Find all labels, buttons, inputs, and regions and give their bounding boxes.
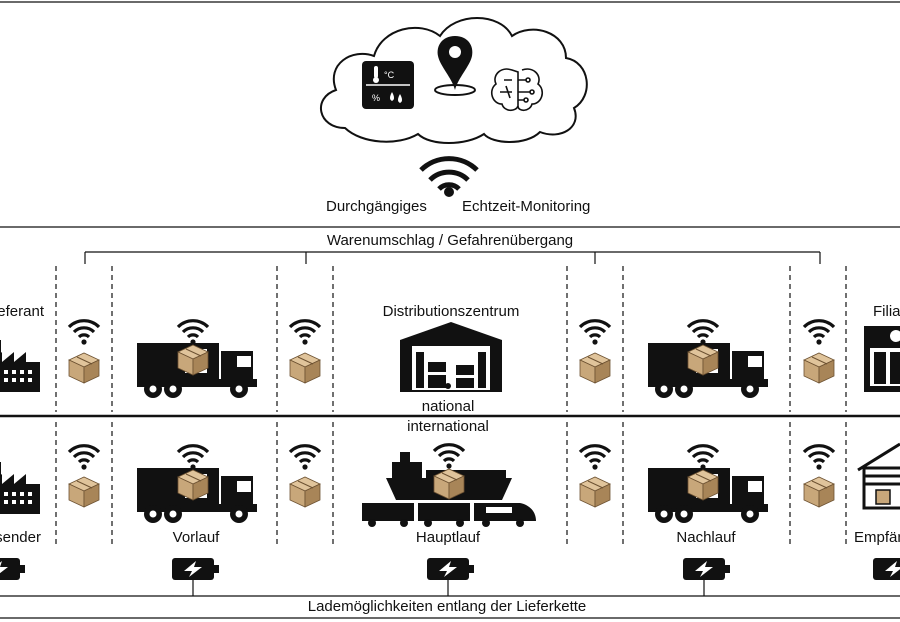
scope-national-label: national [417, 399, 479, 414]
receiver-label: Empfänger [854, 529, 900, 546]
store-label: Filiale [873, 303, 900, 320]
warehouse-icon [400, 322, 502, 392]
monitoring-label-left: Durchgängiges [326, 198, 427, 215]
battery-icon [683, 558, 730, 596]
train-icon [362, 503, 536, 527]
monitoring-label-right: Echtzeit-Monitoring [462, 198, 591, 215]
stage-separators [55, 266, 847, 546]
sender-factory-icon [0, 462, 40, 514]
sender-label: Versender [0, 529, 41, 546]
battery-icon [427, 558, 474, 596]
location-pin-icon [434, 36, 476, 96]
truck-icon [648, 444, 768, 523]
charging-label: Lademöglichkeiten entlang der Lieferkett… [307, 598, 587, 615]
receiver-building-icon [857, 442, 900, 510]
temperature-humidity-sensor-icon: °C % [362, 61, 414, 109]
supplier-factory-icon [0, 340, 40, 392]
stage-vorlauf-label: Vorlauf [172, 529, 220, 546]
wifi-signal-icon [419, 156, 479, 197]
battery-icon [0, 558, 25, 580]
handover-label: Warenumschlag / Gefahrenübergang [320, 233, 580, 248]
svg-text:%: % [372, 93, 380, 103]
stage-nachlauf-label: Nachlauf [676, 529, 736, 546]
truck-icon [648, 319, 768, 398]
battery-icon [873, 558, 900, 580]
scope-international-label: international [407, 418, 489, 435]
supplier-label: Lieferant [0, 303, 44, 320]
truck-icon [137, 319, 257, 398]
battery-icon [172, 558, 219, 596]
truck-icon [137, 444, 257, 523]
store-icon [864, 326, 900, 392]
svg-text:°C: °C [384, 70, 395, 80]
distribution-center-label: Distributionszentrum [382, 303, 520, 320]
stage-hauptlauf-label: Hauptlauf [415, 529, 481, 546]
ai-brain-icon [490, 68, 544, 112]
ship-icon [386, 443, 512, 500]
handover-bracket [84, 251, 821, 264]
